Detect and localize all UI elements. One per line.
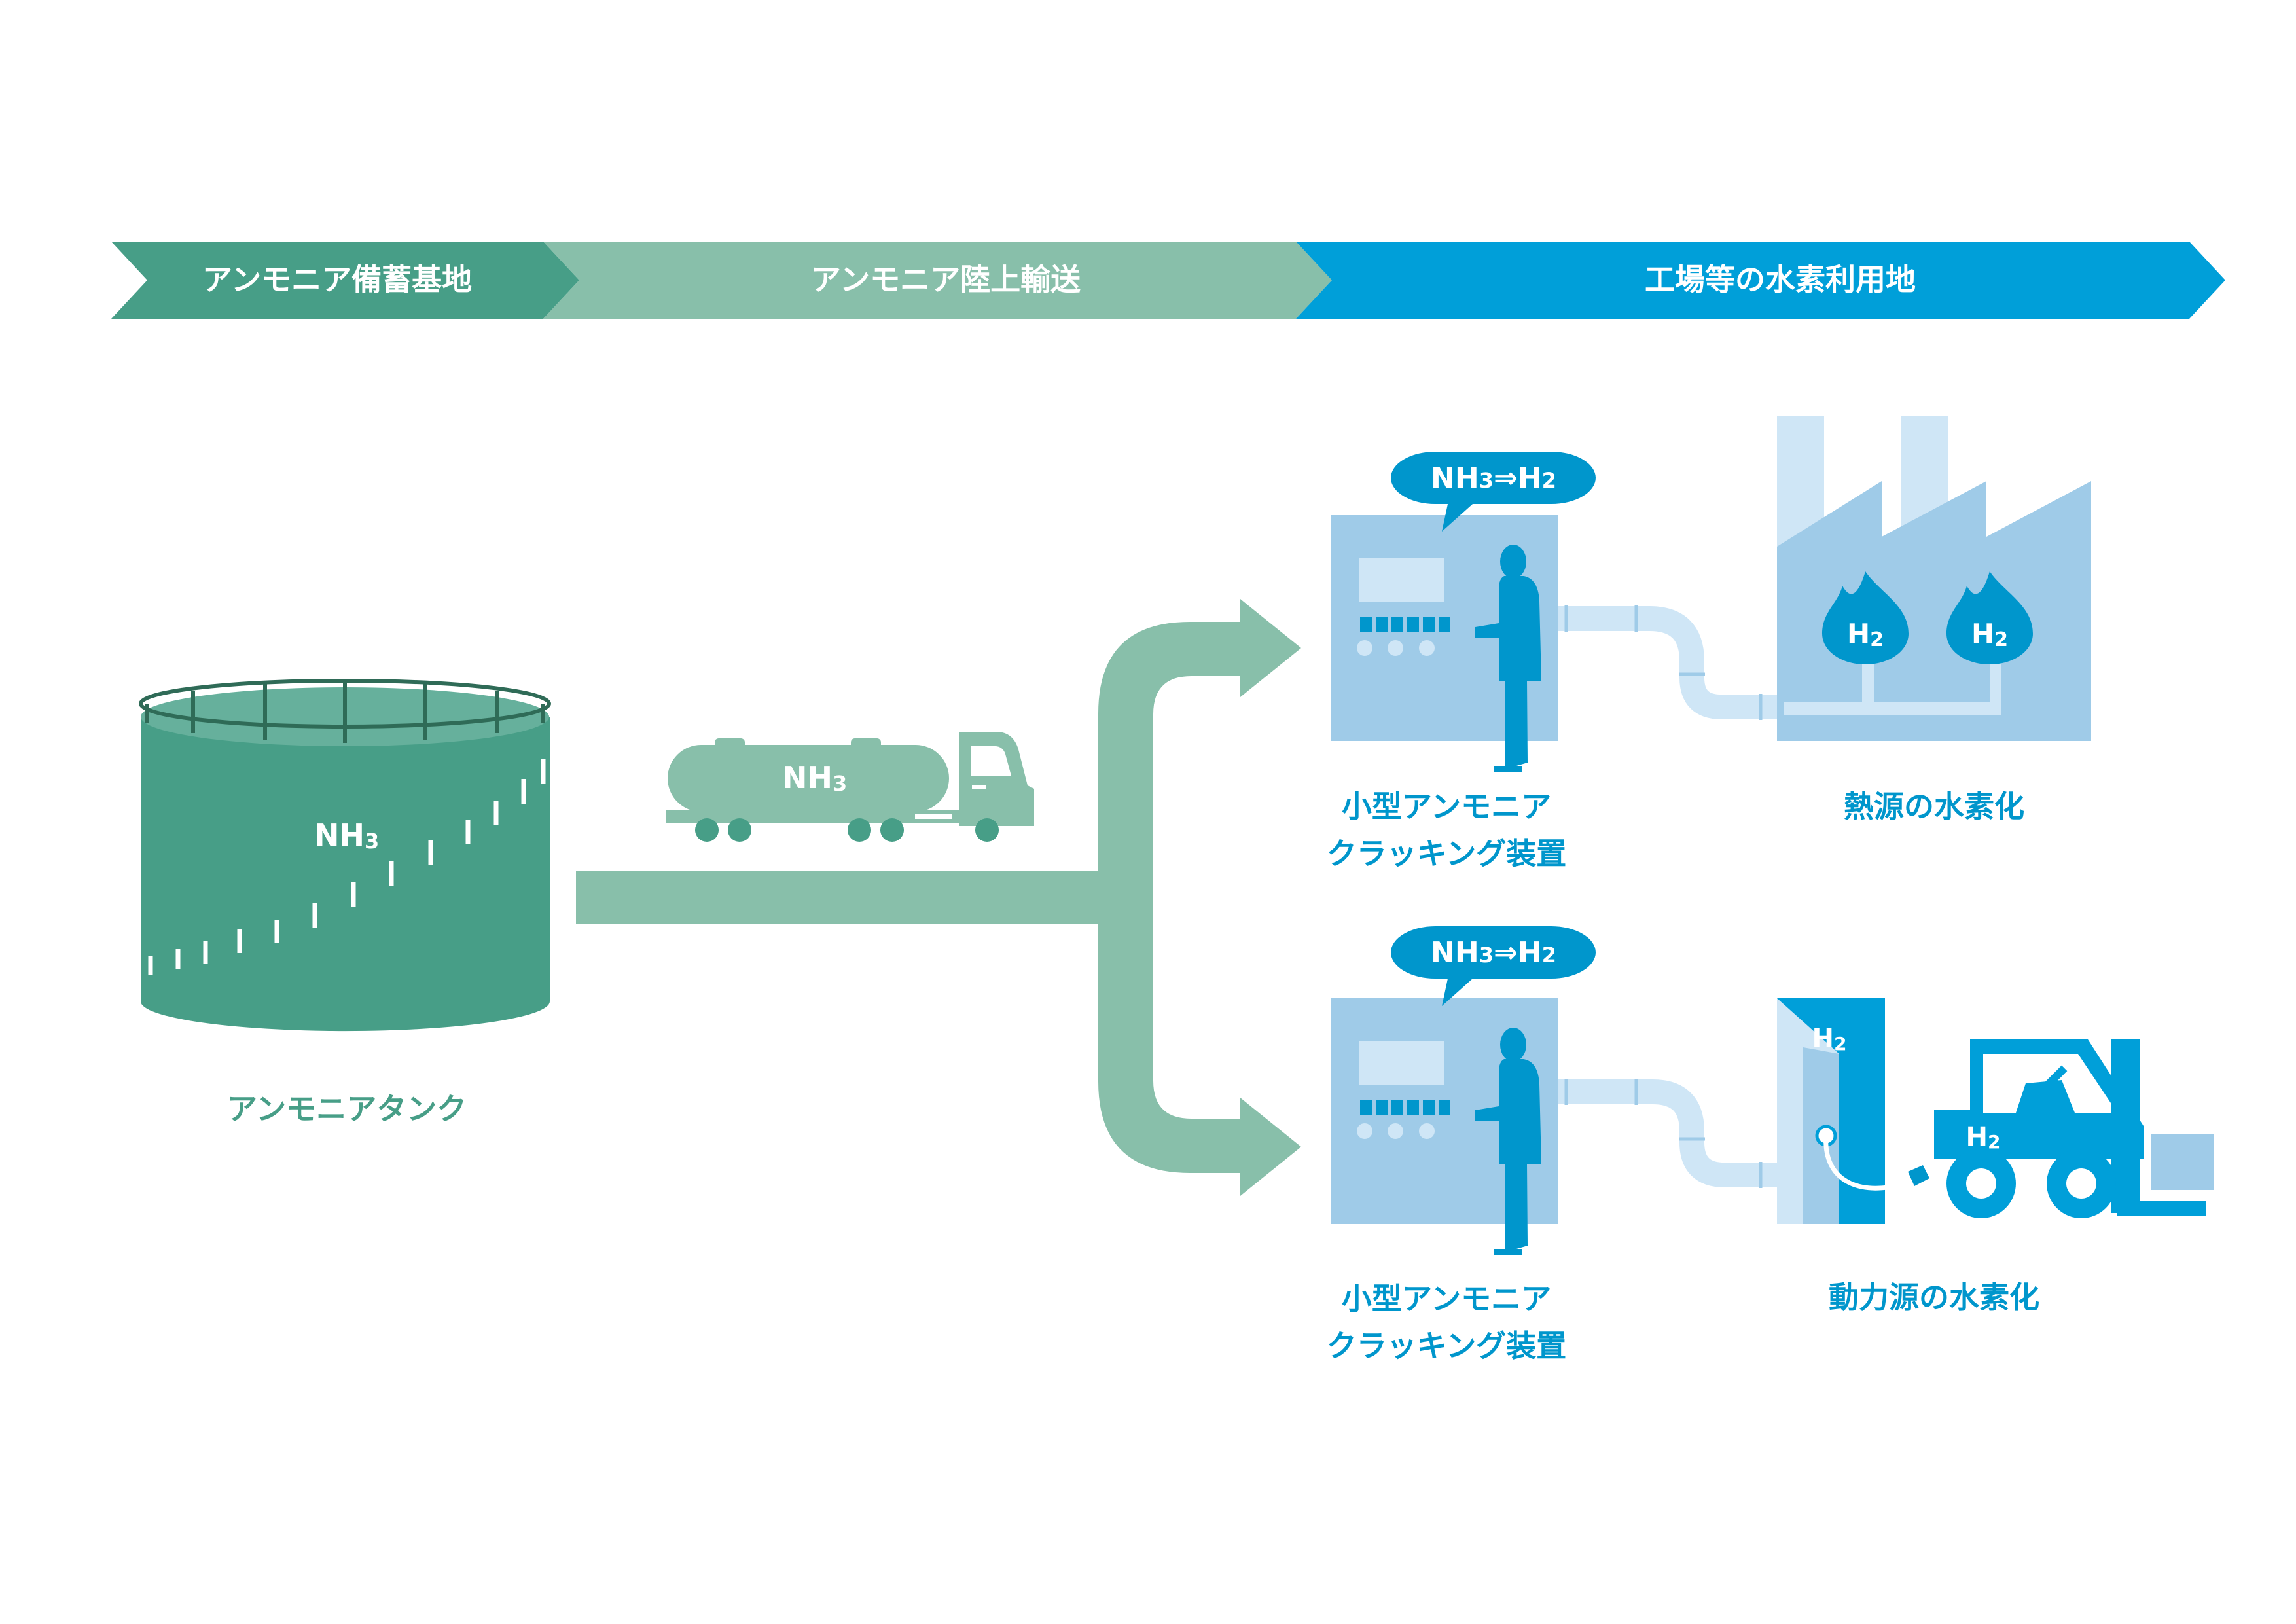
truck-cab — [959, 732, 1034, 826]
stage-banner-segment-3 — [1296, 242, 2225, 319]
device-1-screen — [1359, 558, 1444, 602]
station-nozzle-tip — [1908, 1165, 1929, 1186]
flame-1-label: H2 — [1847, 618, 1884, 651]
flow-branch-up — [1098, 599, 1301, 924]
factory-inner-riser-2 — [1990, 655, 2001, 715]
stage-label-storage: アンモニア備蓄基地 — [202, 262, 472, 297]
flame-2-label: H2 — [1971, 618, 2008, 651]
device-1-dials — [1357, 640, 1435, 656]
truck-cab-window — [971, 746, 1011, 776]
device-1-bubble-text: NH3⇒H2 — [1431, 461, 1556, 495]
truck-fender — [915, 814, 952, 819]
device-1-buttons — [1360, 617, 1450, 632]
forklift-seat — [2016, 1080, 2075, 1113]
hydrogen-station: H2 — [1777, 998, 1929, 1224]
flame-1-icon — [1822, 571, 1909, 664]
cracking-device-1: NH3⇒H2 小型アンモニア クラッキング装置 — [1327, 452, 1596, 871]
pipe-to-station — [1558, 1079, 1777, 1188]
forklift-fork — [2117, 1201, 2206, 1216]
stage-banner-segment-1 — [111, 242, 579, 319]
device-2-screen — [1359, 1041, 1444, 1085]
device-1-label-line-2: クラッキング装置 — [1327, 836, 1567, 871]
station-label: H2 — [1812, 1024, 1847, 1055]
truck-wheel-2 — [728, 818, 751, 842]
tanker-truck: NH3 — [666, 732, 1034, 842]
stage-banner: アンモニア備蓄基地 アンモニア陸上輸送 工場等の水素利用地 — [111, 242, 2225, 319]
transport-flow — [576, 599, 1301, 1196]
factory-inner-pipe — [1784, 702, 2000, 715]
forklift-label: H2 — [1966, 1122, 2001, 1153]
stage-label-transport: アンモニア陸上輸送 — [811, 262, 1081, 297]
device-1-label-line-1: 小型アンモニア — [1342, 789, 1551, 824]
station-hose — [1823, 1135, 1912, 1191]
truck-wheel-4 — [880, 818, 904, 842]
forklift-section-label: 動力源の水素化 — [1829, 1280, 2039, 1315]
flow-branch-down — [1098, 871, 1301, 1196]
truck-cab-handle — [972, 785, 986, 789]
device-2-label-line-2: クラッキング装置 — [1327, 1328, 1567, 1363]
factory: H2 H2 熱源の水素化 — [1777, 416, 2091, 824]
forklift-wheel-front-hub — [2066, 1168, 2096, 1199]
tank-substance: NH3 — [314, 818, 379, 854]
cracking-device-2: NH3⇒H2 小型アンモニア クラッキング装置 — [1327, 926, 1596, 1363]
forklift-pallet — [2151, 1134, 2214, 1190]
tank-label: アンモニアタンク — [227, 1091, 467, 1127]
forklift-wheel-rear-hub — [1966, 1168, 1996, 1199]
truck-wheel-5 — [975, 818, 999, 842]
truck-substance: NH3 — [782, 760, 847, 796]
device-2-buttons — [1360, 1100, 1450, 1115]
stage-label-usage: 工場等の水素利用地 — [1645, 262, 1916, 297]
forklift-wheel-steer — [2043, 1065, 2068, 1090]
pipe-to-factory — [1558, 605, 1784, 720]
flow-main-bar — [576, 871, 1100, 924]
factory-inner-riser-1 — [1862, 655, 1874, 707]
truck-tank — [668, 745, 949, 812]
truck-wheel-1 — [695, 818, 719, 842]
flame-2-icon — [1946, 571, 2033, 664]
device-2-label-line-1: 小型アンモニア — [1342, 1281, 1551, 1316]
device-2-bubble — [1391, 926, 1596, 1006]
tank-level-marks — [148, 759, 546, 975]
device-2-bubble-text: NH3⇒H2 — [1431, 936, 1556, 969]
stage-banner-segment-2 — [543, 242, 1332, 319]
factory-label: 熱源の水素化 — [1844, 789, 2024, 824]
tank-railing — [145, 682, 545, 743]
factory-building — [1777, 481, 2091, 741]
station-front — [1777, 998, 1885, 1224]
truck-chassis — [666, 810, 1008, 823]
truck-wheel-3 — [848, 818, 871, 842]
ammonia-tank: NH3 アンモニアタンク — [139, 679, 551, 1127]
device-2-operator — [1475, 1028, 1541, 1255]
forklift: H2 — [1934, 1039, 2214, 1218]
device-1-bubble — [1391, 452, 1596, 532]
tank-body — [141, 717, 550, 1032]
device-1-operator — [1475, 545, 1541, 772]
device-2-dials — [1357, 1123, 1435, 1139]
